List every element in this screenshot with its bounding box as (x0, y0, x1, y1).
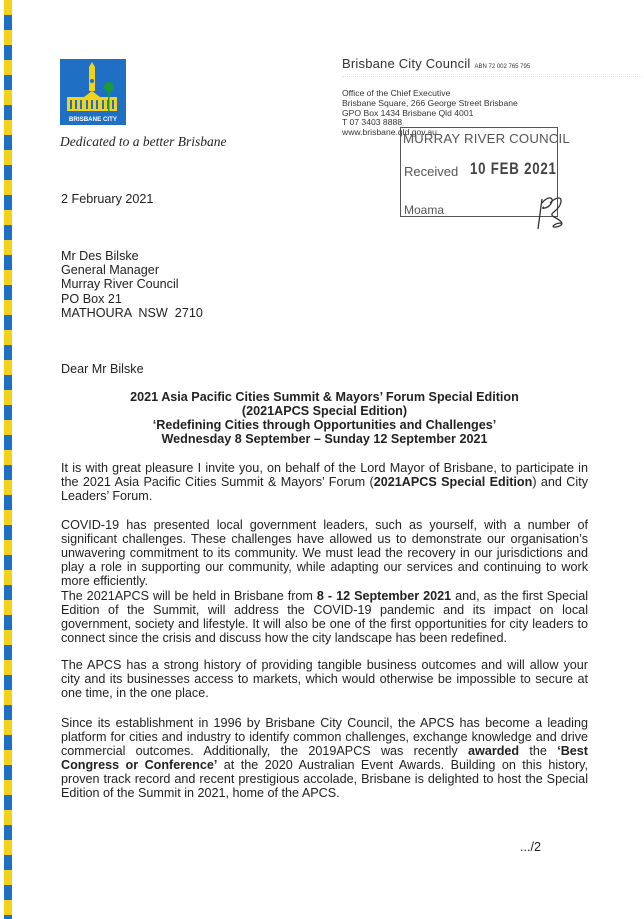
received-stamp: MURRAY RIVER COUNCIL Received 10 FEB 202… (400, 127, 570, 217)
abn: ABN 72 002 765 795 (474, 64, 531, 70)
bold-text-run: 8 - 12 September 2021 (316, 589, 452, 603)
office-line: Office of the Chief Executive (342, 88, 451, 98)
page-continuation-marker: .../2 (520, 840, 541, 854)
body-paragraph: The 2021APCS will be held in Brisbane fr… (61, 589, 588, 645)
text-run: at the 2020 Australian Event Awards. Bui… (61, 758, 588, 800)
letter-date: 2 February 2021 (61, 192, 154, 206)
bold-text-run: ‘Best Congress or Conference’ (61, 744, 588, 772)
subject-heading: 2021 Asia Pacific Cities Summit & Mayors… (61, 390, 588, 446)
stamp-organisation: MURRAY RIVER COUNCIL (403, 131, 570, 146)
text-run: The APCS has a strong history of providi… (61, 658, 588, 700)
subject-line: (2021APCS Special Edition) (241, 404, 408, 418)
office-website[interactable]: www.brisbane.qld.gov.au (342, 127, 437, 138)
office-phone: T 07 3403 8888 (342, 117, 403, 128)
logo-text: BRISBANE CITY (69, 116, 118, 123)
bold-text-run: 2021APCS Special Edition (373, 475, 533, 489)
recipient-address: Mr Des Bilske General Manager Murray Riv… (61, 249, 203, 320)
signature-initials (537, 197, 563, 230)
recipient-locality: MATHOURA NSW 2710 (61, 305, 203, 320)
subject-line: Wednesday 8 September – Sunday 12 Septem… (161, 432, 488, 446)
stamp-date: 10 FEB 2021 (470, 159, 557, 178)
letterhead-stripe (4, 0, 12, 919)
recipient-po-box: PO Box 21 (61, 291, 122, 306)
recipient-organisation: Murray River Council (61, 277, 179, 292)
text-run: The 2021APCS will be held in Brisbane fr… (61, 589, 317, 603)
office-address: Office of the Chief Executive Brisbane S… (342, 88, 518, 138)
text-run: and, as the first Special Edition of the… (61, 589, 589, 645)
office-line: GPO Box 1434 Brisbane Qld 4001 (342, 107, 474, 118)
body-paragraph: The APCS has a strong history of providi… (61, 658, 588, 700)
tagline: Dedicated to a better Brisbane (60, 134, 227, 149)
text-run: Since its establishment in 1996 by Brisb… (61, 716, 588, 758)
text-run: COVID-19 has presented local government … (61, 518, 588, 588)
salutation: Dear Mr Bilske (61, 362, 144, 376)
stamp-received-label: Received (404, 164, 459, 179)
recipient-title: General Manager (61, 263, 160, 278)
body-paragraph: It is with great pleasure I invite you, … (61, 461, 588, 503)
recipient-name: Mr Des Bilske (61, 249, 139, 263)
org-name: Brisbane City Council (342, 56, 471, 71)
body-paragraph: Since its establishment in 1996 by Brisb… (61, 716, 588, 800)
text-run: the (519, 744, 558, 758)
brisbane-city-logo: BRISBANE CITY (60, 59, 126, 125)
subject-line: 2021 Asia Pacific Cities Summit & Mayors… (130, 390, 519, 404)
text-run: It is with great pleasure I invite you, … (61, 461, 588, 489)
bold-text-run: awarded (468, 744, 520, 758)
office-line: Brisbane Square, 266 George Street Brisb… (342, 97, 518, 108)
text-run: ) and City Leaders’ Forum. (61, 475, 588, 503)
stamp-location: Moama (404, 203, 445, 217)
subject-line: ‘Redefining Cities through Opportunities… (152, 418, 497, 432)
header-divider (342, 76, 642, 77)
body-paragraph: COVID-19 has presented local government … (61, 518, 588, 588)
